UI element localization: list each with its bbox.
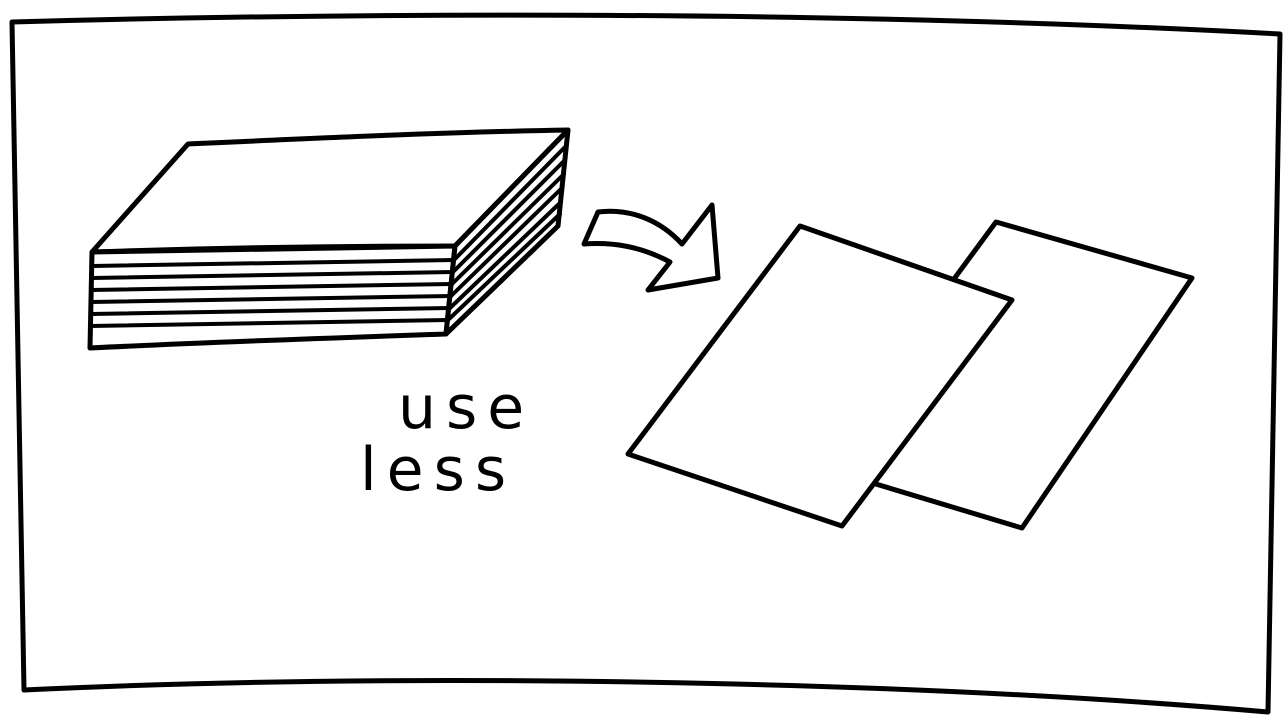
- curved-arrow-icon: [584, 205, 718, 290]
- caption-line-less: less: [360, 440, 560, 500]
- paper-stack-icon: [90, 130, 568, 348]
- caption-line-use: use: [398, 378, 598, 438]
